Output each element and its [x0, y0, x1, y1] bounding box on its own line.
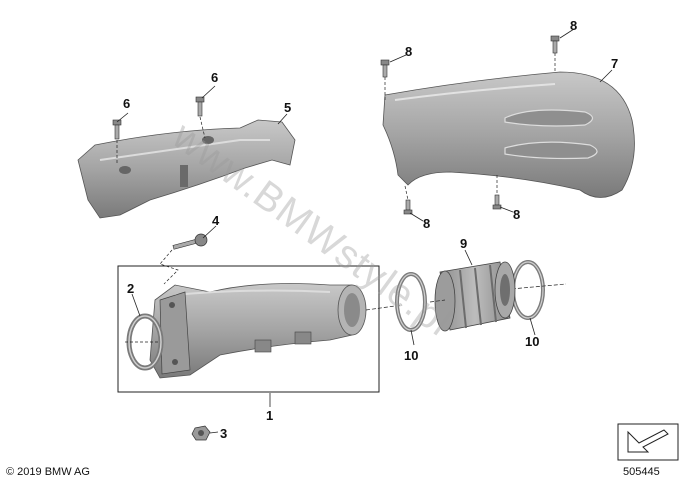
upper-left-cover-part [77, 119, 296, 219]
callout-8d: 8 [513, 207, 520, 222]
copyright-text: © 2019 BMW AG [6, 466, 90, 478]
nut-part [191, 425, 211, 441]
callout-10a: 10 [404, 348, 418, 363]
callout-9: 9 [460, 236, 467, 251]
screw-8-top-left [380, 59, 390, 100]
callout-8c: 8 [423, 216, 430, 231]
heat-shield-part [382, 71, 635, 198]
screw-4 [159, 233, 208, 285]
callout-6b: 6 [211, 70, 218, 85]
orientation-arrow-icon [617, 423, 679, 461]
callout-7: 7 [611, 56, 618, 71]
exhaust-pipe-part [149, 283, 403, 379]
screw-6-left [112, 119, 122, 165]
callout-8a: 8 [405, 44, 412, 59]
callout-4: 4 [212, 213, 220, 228]
screw-8-bottom-left [403, 185, 413, 215]
callout-2: 2 [127, 281, 134, 296]
screw-8-bottom-right [492, 175, 502, 210]
screw-8-top-right [550, 35, 560, 73]
screw-6-right [195, 96, 206, 139]
callout-10b: 10 [525, 334, 539, 349]
rubber-boot-part [429, 261, 516, 332]
callout-1: 1 [266, 408, 273, 423]
assembly-box [117, 265, 380, 393]
callout-labels: 1 2 3 4 5 6 6 7 8 8 8 8 9 10 10 [123, 18, 618, 441]
leader-lines [116, 28, 613, 434]
diagram-id: 505445 [623, 466, 660, 478]
callout-5: 5 [284, 100, 291, 115]
clamp-ring-part [125, 313, 164, 371]
callout-6a: 6 [123, 96, 130, 111]
callout-8b: 8 [570, 18, 577, 33]
callout-3: 3 [220, 426, 227, 441]
